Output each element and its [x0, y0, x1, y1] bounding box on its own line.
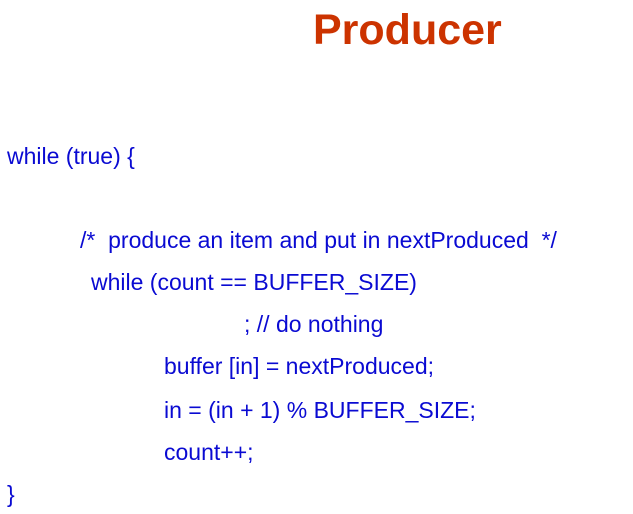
- code-line-while-true: while (true) {: [7, 143, 135, 169]
- code-line-while-count: while (count == BUFFER_SIZE): [91, 269, 417, 295]
- code-line-comment: /* produce an item and put in nextProduc…: [80, 227, 557, 253]
- code-line-count-increment: count++;: [164, 439, 254, 465]
- code-line-do-nothing: ; // do nothing: [244, 311, 384, 337]
- slide-title: Producer: [313, 6, 502, 54]
- code-line-in-increment: in = (in + 1) % BUFFER_SIZE;: [164, 397, 476, 423]
- code-line-buffer-assign: buffer [in] = nextProduced;: [164, 353, 435, 379]
- code-line-closing-brace: }: [7, 481, 15, 507]
